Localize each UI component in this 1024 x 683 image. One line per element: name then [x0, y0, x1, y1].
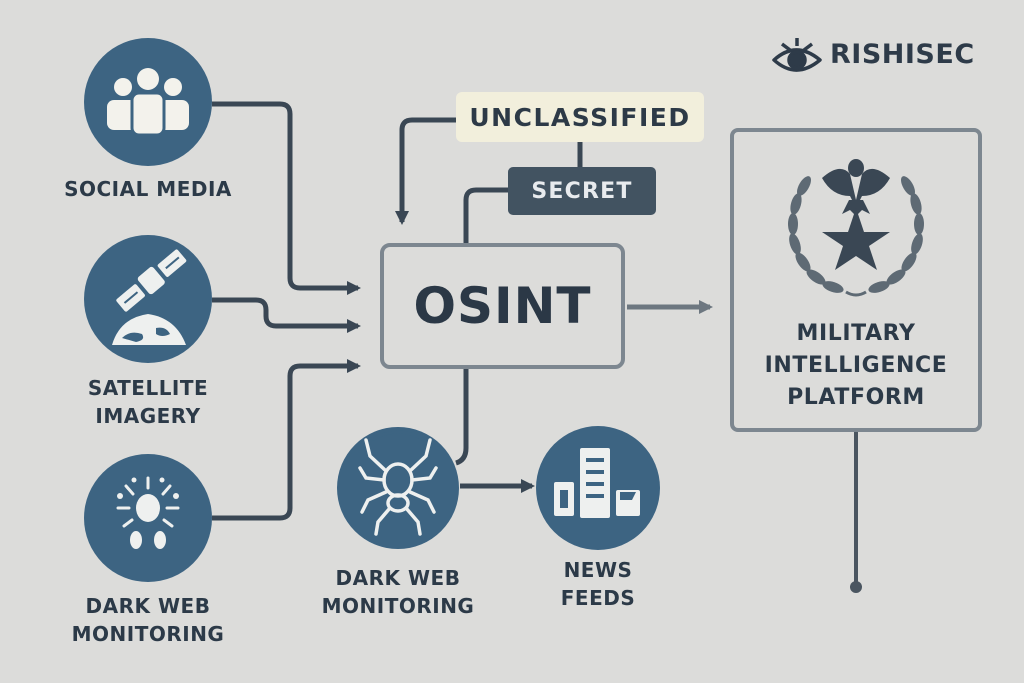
- spider-icon: [358, 438, 438, 536]
- people-group-icon: [107, 68, 189, 137]
- source-label-news-feeds: NEWS FEEDS: [518, 556, 678, 612]
- source-label-line2: FEEDS: [560, 586, 636, 610]
- source-label-line1: SATELLITE: [87, 376, 209, 400]
- osint-hub-label: OSINT: [413, 277, 592, 335]
- connector-secret-to-osint: [463, 187, 508, 243]
- node-satellite: [84, 235, 212, 363]
- connector-satellite-to-osint: [212, 297, 361, 333]
- source-label-darkweb-spider: DARK WEB MONITORING: [298, 564, 498, 620]
- source-label-social-media: SOCIAL MEDIA: [48, 176, 248, 202]
- platform-stem-dot: [850, 581, 862, 593]
- source-label-line1: NEWS: [563, 558, 633, 582]
- military-platform-label: MILITARY INTELLIGENCE PLATFORM: [734, 318, 978, 414]
- eye-shield-icon: [772, 38, 822, 72]
- secret-tag: SECRET: [508, 167, 656, 215]
- connector-social-to-osint: [212, 101, 361, 295]
- connector-osint-to-spider: [455, 369, 469, 466]
- source-label-line2: MONITORING: [321, 594, 475, 618]
- source-label-line1: DARK WEB: [335, 566, 461, 590]
- brand: RISHISEC: [772, 34, 975, 74]
- connector-unclassified-loop: [395, 117, 456, 225]
- source-label-line1: DARK WEB: [85, 594, 211, 618]
- source-label-line2: MONITORING: [71, 622, 225, 646]
- source-label-line1: SOCIAL MEDIA: [64, 177, 232, 201]
- military-platform-box: MILITARY INTELLIGENCE PLATFORM: [730, 128, 982, 432]
- military-platform-line3: PLATFORM: [787, 385, 925, 410]
- military-platform-line1: MILITARY: [796, 321, 916, 346]
- osint-hub-box: OSINT: [380, 243, 625, 369]
- source-label-satellite: SATELLITE IMAGERY: [48, 374, 248, 430]
- satellite-icon: [112, 249, 187, 345]
- spider-thread-icon: [371, 430, 425, 442]
- node-darkweb-spider: [337, 427, 459, 549]
- newspaper-icon: [554, 448, 640, 518]
- brand-name: RISHISEC: [830, 38, 975, 70]
- connector-darkweb-to-osint: [212, 359, 361, 521]
- military-platform-line2: INTELLIGENCE: [764, 353, 948, 378]
- source-label-darkweb-left: DARK WEB MONITORING: [48, 592, 248, 648]
- bug-icon: [116, 476, 180, 549]
- eagle-star-laurel-emblem-icon: [788, 159, 924, 297]
- unclassified-tag: UNCLASSIFIED: [456, 92, 704, 142]
- source-label-line2: IMAGERY: [95, 404, 201, 428]
